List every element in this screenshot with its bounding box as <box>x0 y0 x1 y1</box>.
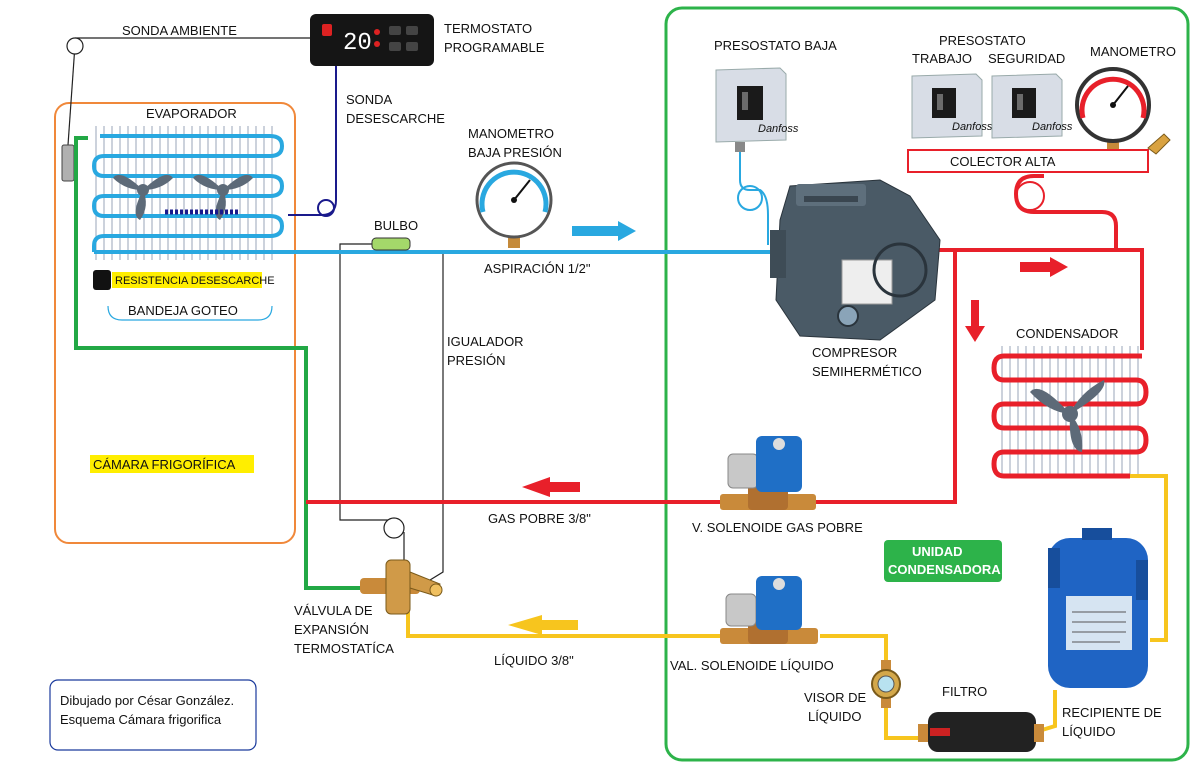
label-liquido: LÍQUIDO 3/8" <box>494 653 574 668</box>
sight-glass <box>871 660 901 708</box>
collector-alta-label: COLECTOR ALTA <box>950 154 1056 169</box>
credit-line-1: Dibujado por César González. <box>60 693 234 708</box>
compressor <box>770 179 941 341</box>
label-termostato-2: PROGRAMABLE <box>444 40 545 55</box>
label-manometro: MANOMETRO <box>1090 44 1176 59</box>
label-presostato: PRESOSTATO <box>939 33 1026 48</box>
condensing-unit-box <box>664 6 1190 762</box>
label-igualador-1: IGUALADOR <box>447 334 524 349</box>
label-bulbo: BULBO <box>374 218 418 233</box>
label-manometro-baja-2: BAJA PRESIÓN <box>468 145 562 160</box>
programmable-thermostat: 20 <box>310 14 434 66</box>
high-collector-coil <box>1015 181 1045 211</box>
solenoid-valve-liquid <box>720 576 818 644</box>
evaporator-room-box <box>54 102 296 544</box>
work-pressostat: Danfoss <box>911 73 993 139</box>
label-visor-1: VISOR DE <box>804 690 866 705</box>
resistance-connector <box>93 270 111 290</box>
label-recipiente-2: LÍQUIDO <box>1062 724 1115 739</box>
resistance-label: RESISTENCIA DESESCARCHE <box>115 275 275 287</box>
liquid-line <box>406 474 1168 740</box>
arrow-liquid-left <box>508 615 578 635</box>
collector-alta-box <box>907 149 1149 173</box>
filter-drier <box>918 712 1044 752</box>
drip-tray <box>107 305 273 321</box>
svg-text:Danfoss: Danfoss <box>1032 121 1073 133</box>
liquid-receiver <box>1048 528 1148 688</box>
low-pressure-gauge <box>475 161 553 248</box>
high-pressure-gauge <box>1075 67 1171 155</box>
expansion-valve <box>360 559 443 615</box>
label-condensador: CONDENSADOR <box>1016 326 1119 341</box>
green-line <box>74 136 382 590</box>
label-v-solenoide-gas: V. SOLENOIDE GAS POBRE <box>692 520 863 535</box>
sensor-wires <box>66 37 312 146</box>
label-gas-pobre: GAS POBRE 3/8" <box>488 511 591 526</box>
label-valvula-3: TERMOSTATÍCA <box>294 641 394 656</box>
label-bandeja: BANDEJA GOTEO <box>128 303 238 318</box>
defrost-probe-coil <box>317 199 335 217</box>
credit-box <box>49 679 257 751</box>
condenser <box>991 346 1149 479</box>
label-filtro: FILTRO <box>942 684 987 699</box>
thermostat-display: 20 <box>343 30 372 57</box>
arrow-suction <box>572 221 636 241</box>
label-aspiracion: ASPIRACIÓN 1/2" <box>484 261 591 276</box>
label-sonda-ambiente: SONDA AMBIENTE <box>122 23 237 38</box>
label-termostato-1: TERMOSTATO <box>444 21 532 36</box>
label-presostato-baja: PRESOSTATO BAJA <box>714 38 837 53</box>
bulb <box>371 237 411 251</box>
label-evaporador: EVAPORADOR <box>146 106 237 121</box>
safety-pressostat: Danfoss <box>991 73 1073 139</box>
label-valvula-2: EXPANSIÓN <box>294 622 369 637</box>
svg-text:Danfoss: Danfoss <box>758 123 799 135</box>
low-pressostat: Danfoss <box>715 67 799 152</box>
resistance-label-bg <box>112 272 262 288</box>
camara-highlight <box>90 455 254 473</box>
label-recipiente-1: RECIPIENTE DE <box>1062 705 1162 720</box>
label-camara: CÁMARA FRIGORÍFICA <box>93 457 236 472</box>
arrow-discharge-down <box>965 300 985 342</box>
credit-line-2: Esquema Cámara frigorifica <box>60 712 222 727</box>
bulb-capillary <box>339 243 444 581</box>
evaporator <box>88 126 288 260</box>
svg-text:Danfoss: Danfoss <box>952 121 993 133</box>
label-trabajo: TRABAJO <box>912 51 972 66</box>
room-probe <box>61 144 75 182</box>
label-unidad-2: CONDENSADORA <box>888 562 1001 577</box>
low-pressostat-tube <box>739 150 769 245</box>
label-sonda-desescarche-1: SONDA <box>346 92 393 107</box>
label-igualador-2: PRESIÓN <box>447 353 506 368</box>
label-compresor-1: COMPRESOR <box>812 345 897 360</box>
label-compresor-2: SEMIHERMÉTICO <box>812 364 922 379</box>
evaporator-fans <box>113 174 253 220</box>
label-valvula-1: VÁLVULA DE <box>294 603 373 618</box>
label-sonda-desescarche-2: DESESCARCHE <box>346 111 445 126</box>
label-val-solenoide-liquido: VAL. SOLENOIDE LÍQUIDO <box>670 658 834 673</box>
arrow-gas-left <box>522 477 580 497</box>
label-unidad-1: UNIDAD <box>912 544 963 559</box>
unidad-condensadora-badge <box>884 540 1002 582</box>
label-manometro-baja-1: MANOMETRO <box>468 126 554 141</box>
solenoid-valve-gas <box>720 436 816 510</box>
arrow-discharge-right <box>1020 257 1068 277</box>
label-seguridad: SEGURIDAD <box>988 51 1065 66</box>
label-visor-2: LÍQUIDO <box>808 709 861 724</box>
low-pressostat-coil <box>737 185 763 211</box>
